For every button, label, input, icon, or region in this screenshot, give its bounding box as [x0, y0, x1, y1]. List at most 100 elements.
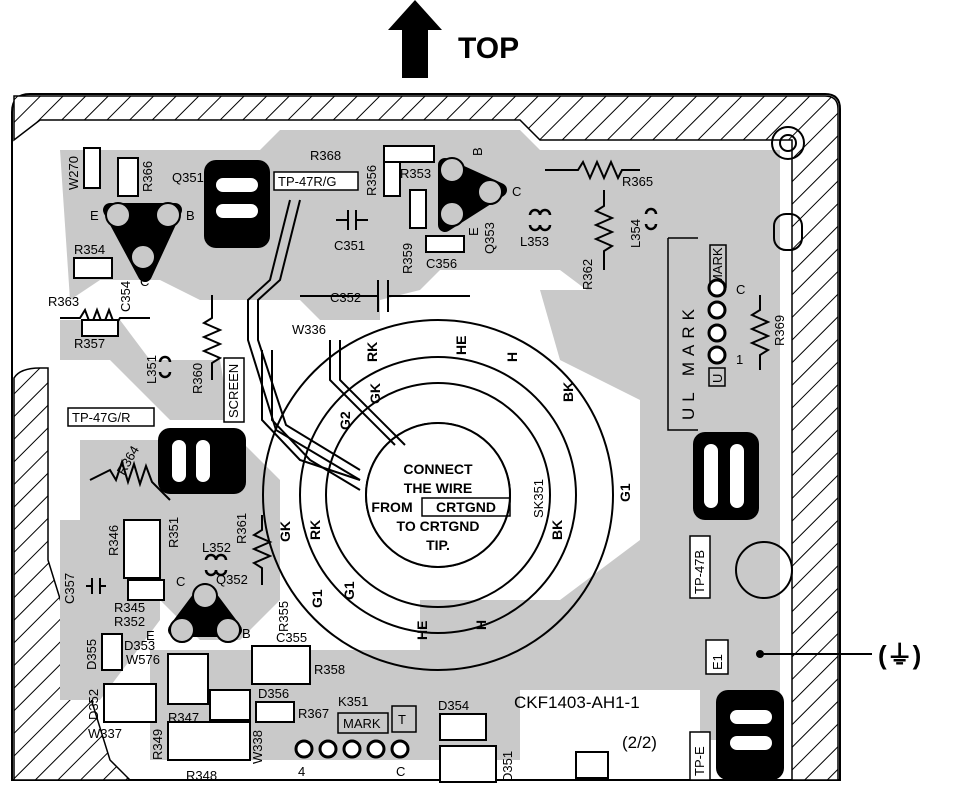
test-pad-r-g [204, 160, 270, 248]
svg-text:D351: D351 [500, 751, 515, 782]
svg-text:R347: R347 [168, 710, 199, 725]
svg-text:R362: R362 [580, 259, 595, 290]
svg-text:L354: L354 [628, 219, 643, 248]
svg-text:E: E [90, 208, 99, 223]
transistor-q351 [103, 202, 182, 282]
transistor-q352 [168, 583, 242, 643]
ground-label: (⏚) [878, 640, 921, 670]
socket-center [365, 422, 511, 568]
svg-text:FROM: FROM [371, 499, 412, 515]
svg-text:R349: R349 [150, 729, 165, 760]
svg-text:K351: K351 [338, 694, 368, 709]
svg-text:Q353: Q353 [482, 222, 497, 254]
connector-k351: 4 C MARK T [294, 705, 417, 779]
svg-text:CONNECT: CONNECT [403, 461, 473, 477]
svg-text:THE WIRE: THE WIRE [404, 480, 472, 496]
svg-text:R357: R357 [74, 336, 105, 351]
svg-text:GK: GK [277, 521, 293, 542]
svg-text:BK: BK [549, 520, 565, 540]
svg-text:R367: R367 [298, 706, 329, 721]
svg-text:R356: R356 [364, 165, 379, 196]
svg-text:E1: E1 [710, 654, 725, 670]
svg-text:R369: R369 [772, 315, 787, 346]
svg-text:B: B [186, 208, 195, 223]
svg-text:H: H [473, 620, 489, 630]
svg-text:1: 1 [736, 352, 743, 367]
svg-text:TIP.: TIP. [426, 537, 450, 553]
svg-text:C357: C357 [62, 573, 77, 604]
svg-text:L351: L351 [144, 355, 159, 384]
wire-traces [247, 199, 406, 491]
svg-text:L353: L353 [520, 234, 549, 249]
svg-text:C: C [140, 274, 149, 289]
svg-text:H: H [504, 352, 520, 362]
svg-text:G2: G2 [337, 411, 353, 430]
svg-text:C351: C351 [334, 238, 365, 253]
svg-text:W337: W337 [88, 726, 122, 741]
svg-text:W336: W336 [292, 322, 326, 337]
svg-text:T: T [398, 712, 406, 727]
sheet-number: (2/2) [622, 733, 657, 752]
svg-text:R358: R358 [314, 662, 345, 677]
test-pad-b [693, 432, 759, 520]
svg-text:C352: C352 [330, 290, 361, 305]
svg-text:E: E [146, 628, 155, 643]
svg-text:C: C [512, 184, 521, 199]
test-pad-g-r [158, 428, 246, 494]
svg-text:MARK: MARK [710, 247, 725, 285]
svg-text:HE: HE [414, 621, 430, 640]
svg-text:SCREEN: SCREEN [226, 364, 241, 418]
svg-text:R361: R361 [234, 513, 249, 544]
svg-text:R360: R360 [190, 363, 205, 394]
svg-text:R353: R353 [400, 166, 431, 181]
transistor-q353 [438, 157, 507, 232]
svg-text:R348: R348 [186, 768, 217, 783]
svg-text:R354: R354 [74, 242, 105, 257]
svg-text:R366: R366 [140, 161, 155, 192]
svg-text:Q352: Q352 [216, 572, 248, 587]
svg-text:B: B [470, 147, 485, 156]
svg-text:Q351: Q351 [172, 170, 204, 185]
top-label: TOP [458, 32, 519, 65]
part-number: CKF1403-AH1-1 [514, 693, 640, 712]
svg-text:C: C [176, 574, 185, 589]
svg-text:C356: C356 [426, 256, 457, 271]
svg-text:R352: R352 [114, 614, 145, 629]
svg-text:R346: R346 [106, 525, 121, 556]
svg-text:E: E [466, 227, 481, 236]
svg-text:R368: R368 [310, 148, 341, 163]
svg-text:D352: D352 [86, 689, 101, 720]
center-note: CONNECT THE WIRE FROM CRTGND TO CRTGND T… [371, 461, 511, 553]
top-arrow-icon [388, 0, 442, 78]
svg-text:C354: C354 [118, 281, 133, 312]
component-footprints [73, 145, 609, 783]
svg-text:RK: RK [307, 520, 323, 540]
svg-text:4: 4 [298, 764, 305, 779]
svg-text:C355: C355 [276, 630, 307, 645]
svg-text:D354: D354 [438, 698, 469, 713]
svg-text:W270: W270 [66, 156, 81, 190]
transistor-pin-labels: E B C B C E C E B [90, 147, 521, 643]
svg-text:C: C [736, 282, 745, 297]
svg-text:D356: D356 [258, 686, 289, 701]
mounting-hole-top [771, 126, 805, 160]
svg-text:L352: L352 [202, 540, 231, 555]
svg-text:GK: GK [367, 383, 383, 404]
ul-mark-area: UL MARK U MARK C 1 [667, 237, 745, 431]
test-pad-e [716, 690, 784, 780]
coil-symbols [158, 207, 658, 577]
capacitor-symbols [86, 210, 470, 594]
svg-text:D355: D355 [84, 639, 99, 670]
svg-text:R359: R359 [400, 243, 415, 274]
svg-text:R355: R355 [276, 601, 291, 632]
svg-text:R365: R365 [622, 174, 653, 189]
svg-text:G1: G1 [617, 483, 633, 502]
svg-text:SK351: SK351 [531, 479, 546, 518]
hatched-ground-area [13, 95, 839, 781]
component-labels: W270 R366 Q351 R354 C354 R363 R357 L351 … [48, 148, 787, 783]
svg-text:D353: D353 [124, 638, 155, 653]
svg-text:TP-E: TP-E [692, 746, 707, 776]
svg-text:TP-47G/R: TP-47G/R [72, 410, 131, 425]
svg-text:TO CRTGND: TO CRTGND [397, 518, 480, 534]
